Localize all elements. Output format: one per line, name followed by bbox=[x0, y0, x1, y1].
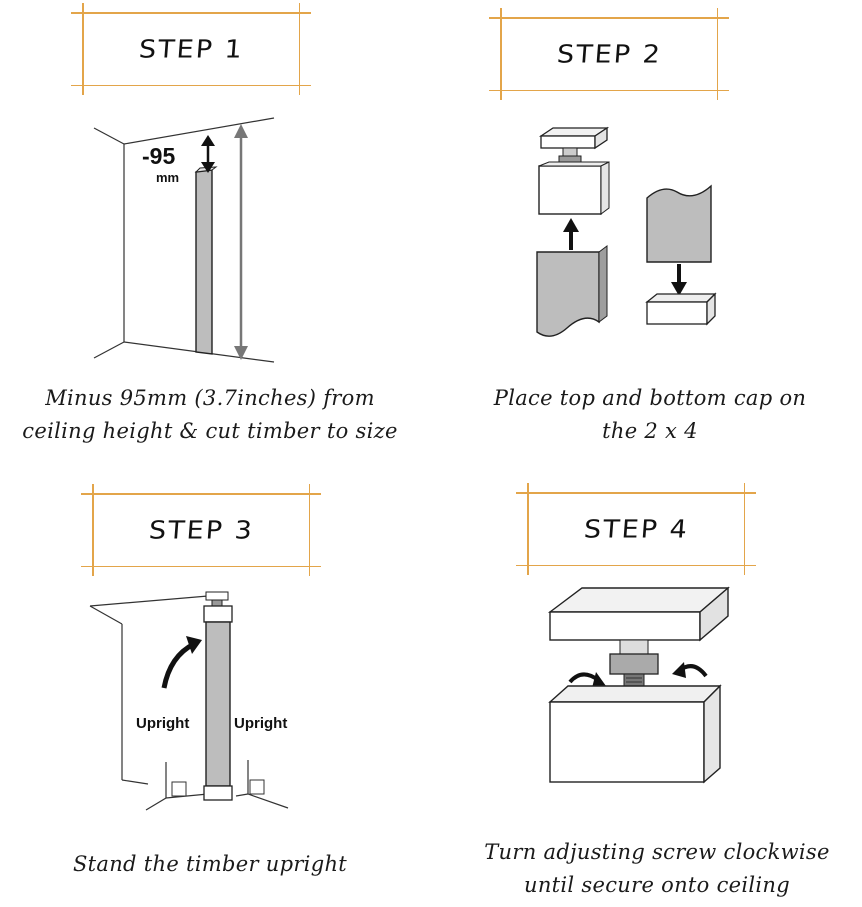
step-2-title: STEP 2 bbox=[555, 39, 663, 69]
step-4-illustration bbox=[547, 586, 730, 784]
step-3-header: STEP 3 bbox=[81, 484, 321, 576]
step-3-illustration: Upright Upright bbox=[89, 591, 289, 811]
step-1-caption-line-1: Minus 95mm (3.7inches) from bbox=[45, 386, 375, 410]
step-2-caption: Place top and bottom cap on the 2 x 4 bbox=[440, 382, 860, 448]
step-3-title: STEP 3 bbox=[147, 515, 255, 545]
step-2-illustration bbox=[536, 126, 717, 337]
step-1-measure-unit: mm bbox=[156, 170, 179, 185]
step-3-label-left: Upright bbox=[136, 715, 189, 732]
step-4-title: STEP 4 bbox=[582, 514, 690, 544]
step-1-header: STEP 1 bbox=[71, 3, 311, 95]
step-2-caption-line-2: the 2 x 4 bbox=[602, 419, 698, 443]
step-3-label-right: Upright bbox=[234, 715, 287, 732]
step-4-caption-line-2: until secure onto ceiling bbox=[524, 873, 790, 897]
step-3-caption-line-1: Stand the timber upright bbox=[72, 852, 348, 876]
step-1-caption-line-2: ceiling height & cut timber to size bbox=[22, 419, 398, 443]
step-1-illustration: -95 mm bbox=[93, 117, 275, 363]
step-2-header: STEP 2 bbox=[489, 8, 729, 100]
step-4-caption: Turn adjusting screw clockwise until sec… bbox=[452, 836, 862, 902]
step-1-title: STEP 1 bbox=[137, 34, 245, 64]
step-1-measure-value: -95 bbox=[142, 143, 175, 169]
step-4-caption-line-1: Turn adjusting screw clockwise bbox=[484, 840, 830, 864]
step-1-caption: Minus 95mm (3.7inches) from ceiling heig… bbox=[0, 382, 420, 448]
step-3-caption: Stand the timber upright bbox=[0, 848, 420, 881]
step-2-caption-line-1: Place top and bottom cap on bbox=[493, 386, 807, 410]
step-4-header: STEP 4 bbox=[516, 483, 756, 575]
